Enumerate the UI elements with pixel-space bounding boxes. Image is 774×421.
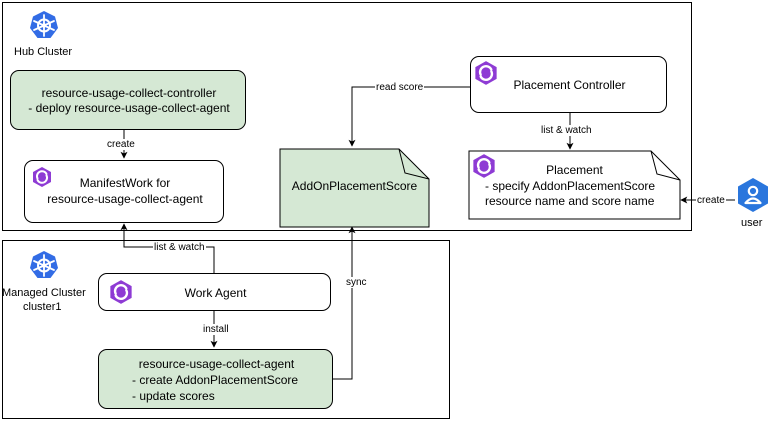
resource-usage-collect-agent-node: resource-usage-collect-agent - create Ad… <box>98 349 333 409</box>
controller-line2: - deploy resource-usage-collect-agent <box>28 101 230 115</box>
placement-controller-node: Placement Controller <box>470 56 667 113</box>
placement-line1: Placement <box>546 163 603 177</box>
edge-label-sync: sync <box>345 277 368 288</box>
user-icon <box>735 177 771 213</box>
managed-cluster-title-line1: Managed Cluster <box>2 287 86 299</box>
agent-line1: resource-usage-collect-agent <box>138 357 295 371</box>
managed-kubernetes-icon <box>29 250 59 280</box>
hub-kubernetes-icon <box>29 10 59 40</box>
controller-line1: resource-usage-collect-controller <box>41 86 217 100</box>
manifestwork-line2: resource-usage-collect-agent <box>47 192 203 206</box>
placement-node: Placement - specify AddonPlacementScore … <box>468 150 681 220</box>
edge-label-create-manifestwork: create <box>106 139 136 150</box>
work-agent-label: Work Agent <box>184 286 247 300</box>
placement-controller-label: Placement Controller <box>513 78 626 92</box>
manifestwork-ocm-icon <box>31 166 53 188</box>
managed-cluster-frame <box>2 240 450 419</box>
edge-label-list-watch-placement: list & watch <box>540 125 593 136</box>
hub-cluster-title: Hub Cluster <box>14 46 73 58</box>
edge-read-score <box>348 86 470 147</box>
user-label: user <box>741 217 763 229</box>
resource-usage-collect-controller-node: resource-usage-collect-controller - depl… <box>10 70 246 130</box>
addon-placement-score-label: AddOnPlacementScore <box>291 179 418 193</box>
edge-label-create-placement: create <box>696 195 726 206</box>
edge-label-list-watch-manifestwork: list & watch <box>153 242 206 253</box>
placement-line3: resource name and score name <box>485 194 655 208</box>
manifestwork-node: ManifestWork for resource-usage-collect-… <box>24 160 224 223</box>
managed-cluster-title-line2: cluster1 <box>23 301 62 313</box>
placement-line2: - specify AddonPlacementScore <box>485 179 656 193</box>
placement-controller-ocm-icon <box>473 60 499 86</box>
edge-sync <box>333 226 356 380</box>
addon-placement-score-node: AddOnPlacementScore <box>279 148 430 228</box>
hub-cluster-frame <box>2 2 692 231</box>
agent-line2: - create AddonPlacementScore <box>132 373 299 387</box>
work-agent-node: Work Agent <box>98 273 331 311</box>
edge-label-read-score: read score <box>375 82 425 93</box>
work-agent-ocm-icon <box>108 279 134 305</box>
placement-ocm-icon <box>471 153 497 179</box>
manifestwork-line1: ManifestWork for <box>79 176 171 190</box>
agent-line3: - update scores <box>132 389 215 403</box>
edge-label-install: install <box>202 324 230 335</box>
